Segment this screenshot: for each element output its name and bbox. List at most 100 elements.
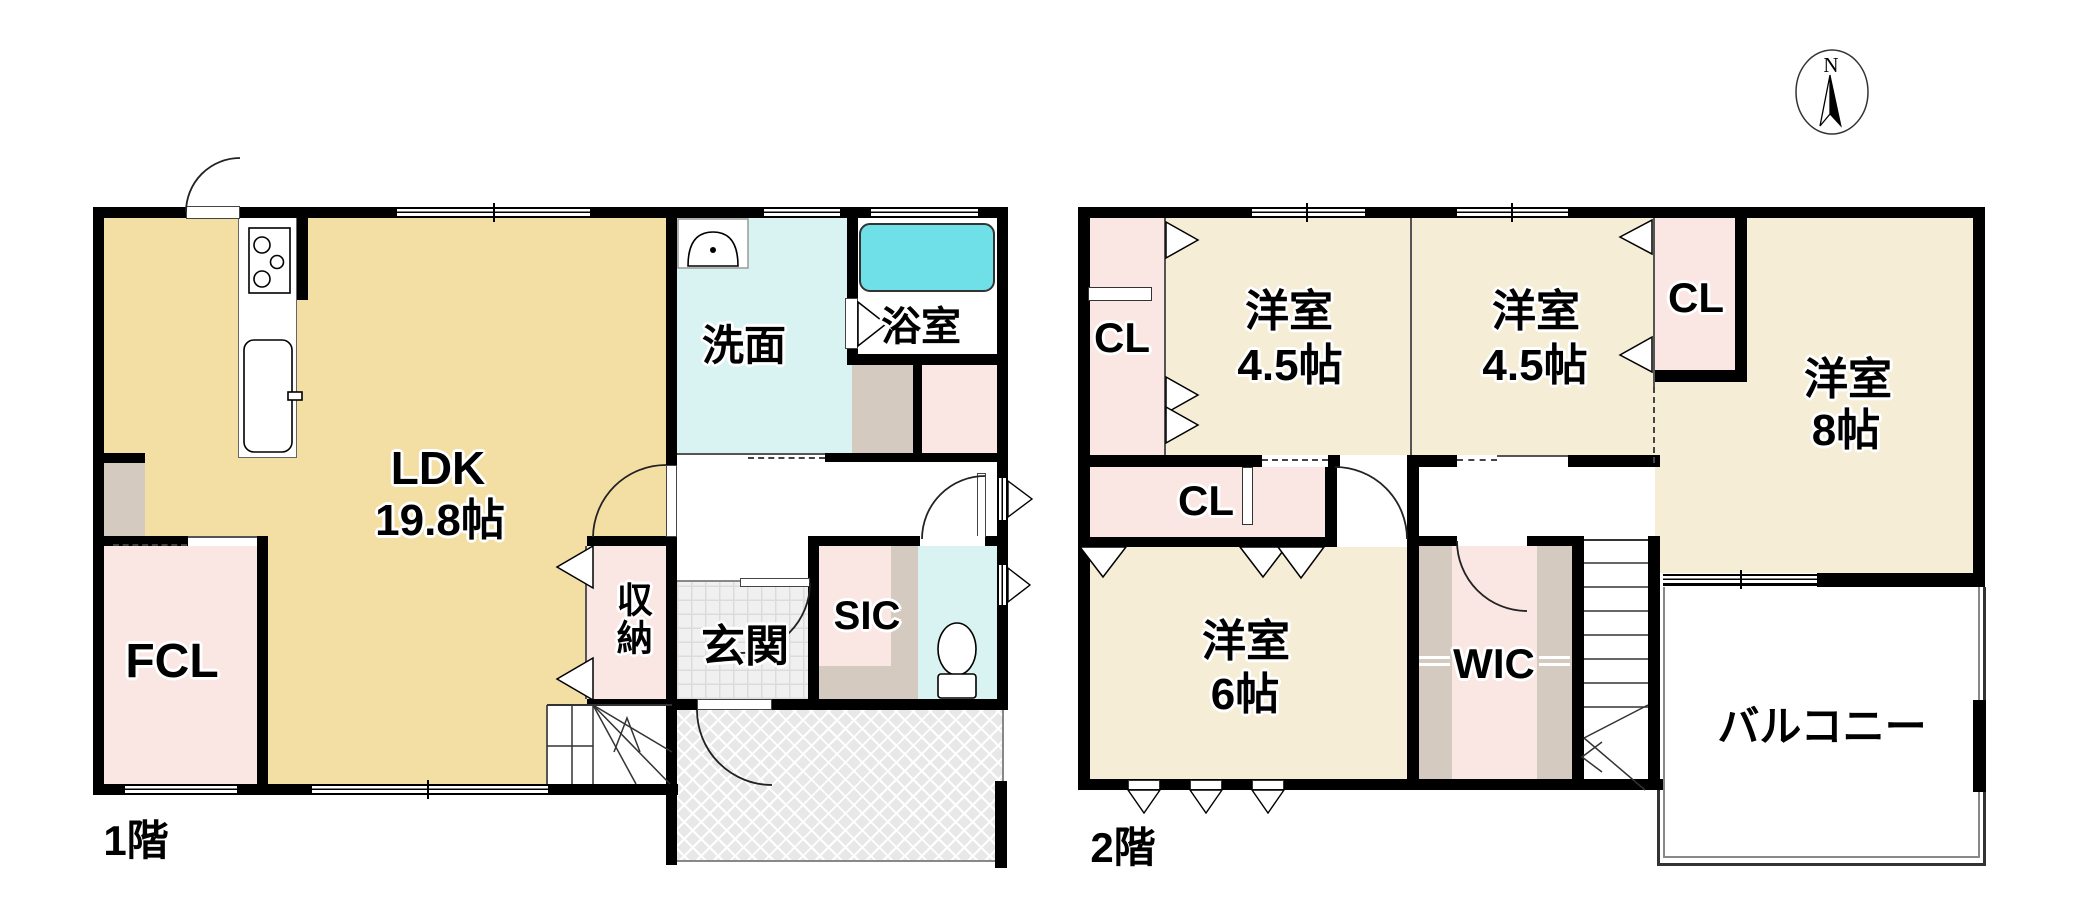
f2-window-top-room1: [1252, 207, 1365, 218]
f1-wall-kitchen: [297, 212, 308, 300]
f1-kitchen-door-arc: [185, 157, 241, 213]
f2-room45b-label: 洋室: [1492, 287, 1580, 337]
f2-wic-doorway: [1457, 536, 1527, 546]
f2-room1-door-arc: [1334, 466, 1408, 540]
f2-wall-band-stub: [1328, 455, 1340, 467]
f2-room6-floor: [1090, 547, 1415, 779]
f1-wall-bath-left: [847, 207, 858, 365]
f2-room2-doorway: [1497, 455, 1568, 467]
f1-wall-bottom-right: [667, 699, 1008, 710]
compass-icon: [1795, 49, 1869, 135]
f1-laundry-nook: [852, 360, 918, 458]
kitchen-sink-icon: [243, 339, 303, 453]
f2-wall-band-b: [1407, 455, 1457, 467]
f2-closet-nw-label: CL: [1094, 314, 1150, 362]
f1-fcl-floor: [104, 546, 257, 789]
f2-closet-sw-pole-bar: [1242, 467, 1253, 525]
f1-stairs-left-edge: [546, 705, 548, 789]
f2-wall-stairs-left: [1572, 536, 1584, 790]
f2-wall-closet-ne-bottom: [1655, 370, 1747, 382]
f2-window-tick: [1306, 203, 1308, 222]
f1-storage-left-edge: [585, 546, 587, 699]
f2-room45a-label: 洋室: [1245, 287, 1333, 337]
f2-balcony-stub-right: [1973, 700, 1986, 792]
f2-closet-nw-shelf-bar: [1088, 287, 1152, 301]
f1-entrance-hall-door-arc: [739, 582, 811, 654]
f1-ldk-size-label: 19.8帖: [375, 496, 505, 546]
f1-porch: [672, 705, 1002, 862]
f1-side-closet: [104, 463, 145, 536]
f2-room6-label: 洋室: [1202, 617, 1290, 667]
f1-window-right-lower: [997, 565, 1008, 605]
f1-washroom-slider-dash: [748, 457, 825, 459]
f2-closet-ne-floor: [1655, 218, 1740, 382]
f2-room8-label: 洋室: [1804, 355, 1892, 405]
f2-closet-nw-floor: [1090, 218, 1166, 455]
f1-window-bottom-ldk: [312, 784, 548, 795]
f1-side-window-marks: [1007, 479, 1034, 604]
f2-wic-pole-right: [1539, 656, 1570, 659]
f2-room8-size-label: 8帖: [1811, 406, 1881, 456]
f2-closet-door-chevrons: [1078, 218, 1653, 580]
f1-stairs-lines: [547, 704, 673, 785]
f1-front-door-leaf: [697, 699, 772, 710]
f2-wic-door-arc: [1456, 540, 1528, 612]
f1-window-top-washroom: [764, 207, 840, 218]
toilet-icon: [937, 622, 977, 699]
f1-closet-dash: [113, 544, 187, 546]
f2-wic-pole-left: [1419, 656, 1450, 659]
f1-entrance-tile: [677, 582, 808, 699]
f1-wall-center-upper: [666, 207, 677, 465]
f1-wall-bath-bottom: [847, 354, 1008, 365]
f2-wall-right: [1973, 207, 1985, 587]
f1-kitchen-door-leaf: [186, 206, 240, 219]
f2-room6-window-marks: [1126, 789, 1286, 815]
f2-room45a-size-label: 4.5帖: [1237, 341, 1343, 391]
f2-window-tick: [1511, 203, 1513, 222]
f2-balcony-rail-inner-left: [1663, 587, 1665, 857]
f2-room1-slider-dash: [1262, 459, 1328, 461]
f2-wall-room8-bottom: [1817, 573, 1985, 587]
f1-wall-storage-top: [587, 536, 677, 546]
f1-ldk-door-arc: [592, 464, 667, 538]
f1-wall-hall-south: [808, 536, 1008, 546]
f1-wall-fcl-right: [257, 536, 268, 784]
f1-storage-label: 収納: [611, 581, 653, 657]
f1-ldk-door-leaf: [666, 465, 677, 537]
f2-room1-doorway: [1340, 455, 1407, 467]
f2-balcony-rail-bottom: [1657, 863, 1986, 866]
f1-hall-entrance-door-leaf: [740, 578, 810, 587]
f2-room45b-floor: [1412, 218, 1655, 455]
f2-wall-closet-ne-right: [1735, 218, 1747, 382]
f2-stairs-lines: [1580, 539, 1649, 791]
f2-wic-pole-left2: [1419, 663, 1450, 666]
f2-room2-slider-dash: [1457, 459, 1497, 461]
f2-room8-floor: [1740, 218, 1978, 573]
f2-wic-floor: [1452, 546, 1537, 779]
f2-wall-closet-sw-right: [1325, 467, 1337, 537]
f2-closet-ne-label: CL: [1668, 274, 1724, 322]
f2-room8-floor-ext: [1655, 382, 1745, 573]
f1-front-door-arc: [696, 709, 773, 786]
f1-window-right-upper: [997, 478, 1008, 520]
f2-divider-room2-cl: [1653, 218, 1655, 387]
f1-wall-fcl-top: [93, 536, 188, 546]
f1-sic-floor: [819, 546, 891, 666]
f1-bathroom-label: 浴室: [881, 305, 961, 350]
f2-room6-size-label: 6帖: [1210, 670, 1280, 720]
f2-wall-closet-sw-bottom: [1078, 537, 1337, 547]
f2-balcony-rail-inner-bottom: [1663, 856, 1980, 858]
f2-wall-room6-right: [1407, 455, 1419, 779]
f1-sic-label: SIC: [833, 594, 901, 639]
f2-divider-room1-room2: [1410, 218, 1412, 455]
f1-window-top-bath: [871, 207, 978, 218]
f2-window-tick: [1740, 570, 1742, 589]
f1-stairs-floor: [547, 705, 672, 789]
f2-wall-bottom: [1078, 779, 1663, 790]
stove-icon: [248, 227, 291, 294]
f1-fcl-doorway: [188, 536, 257, 546]
f1-washroom-label: 洗面: [701, 322, 787, 370]
f2-room2-room8-opening: [1653, 387, 1655, 463]
f2-wic-label: WIC: [1453, 640, 1535, 688]
